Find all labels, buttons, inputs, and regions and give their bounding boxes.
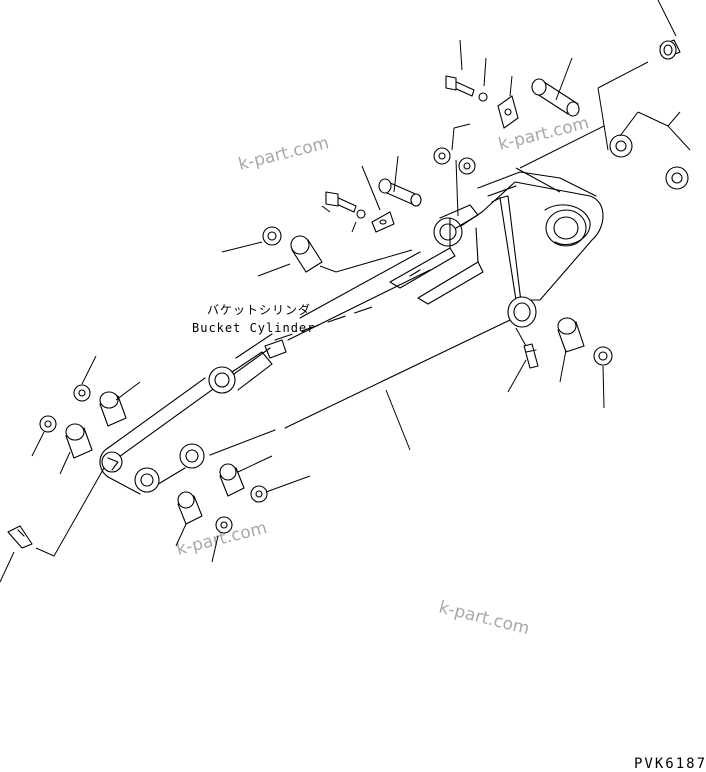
bushing-lower-right bbox=[557, 317, 585, 353]
grease-fitting-left bbox=[7, 525, 33, 549]
nut-upper-left bbox=[262, 226, 282, 246]
bushing-left-a bbox=[99, 391, 127, 427]
watermark-4: k-part.com bbox=[437, 597, 532, 639]
bushing-left-b bbox=[65, 423, 93, 459]
nut-bottom-b bbox=[215, 516, 233, 534]
watermark-1: k-part.com bbox=[236, 133, 331, 175]
drawing-code: PVK6187 bbox=[634, 756, 706, 772]
bolt-top bbox=[445, 75, 488, 102]
bushing-upper-left bbox=[290, 235, 323, 273]
lock-plate-top bbox=[497, 95, 519, 129]
label-bucket-cylinder-jp: バケットシリンダ bbox=[207, 302, 311, 317]
bushing-top-right bbox=[659, 39, 681, 60]
pin-middle bbox=[378, 178, 422, 207]
shim-pair-center bbox=[433, 147, 476, 175]
bucket-cylinder-label: バケットシリンダ Bucket Cylinder bbox=[192, 302, 315, 335]
shim-pair-right bbox=[609, 134, 689, 190]
bolt-middle bbox=[325, 191, 366, 219]
nut-left-b bbox=[39, 415, 57, 433]
lock-plate-middle bbox=[371, 211, 395, 233]
nut-lower-right bbox=[593, 346, 613, 366]
bushing-bottom-b bbox=[177, 491, 203, 525]
bushing-bottom-a bbox=[219, 463, 245, 497]
nut-bottom-a bbox=[250, 485, 268, 503]
arm-body bbox=[99, 171, 604, 495]
leader-lines bbox=[0, 0, 691, 583]
nut-left-a bbox=[73, 384, 91, 402]
grease-fitting-right bbox=[523, 343, 539, 369]
label-bucket-cylinder-en: Bucket Cylinder bbox=[192, 321, 315, 335]
pin-top bbox=[531, 78, 580, 117]
